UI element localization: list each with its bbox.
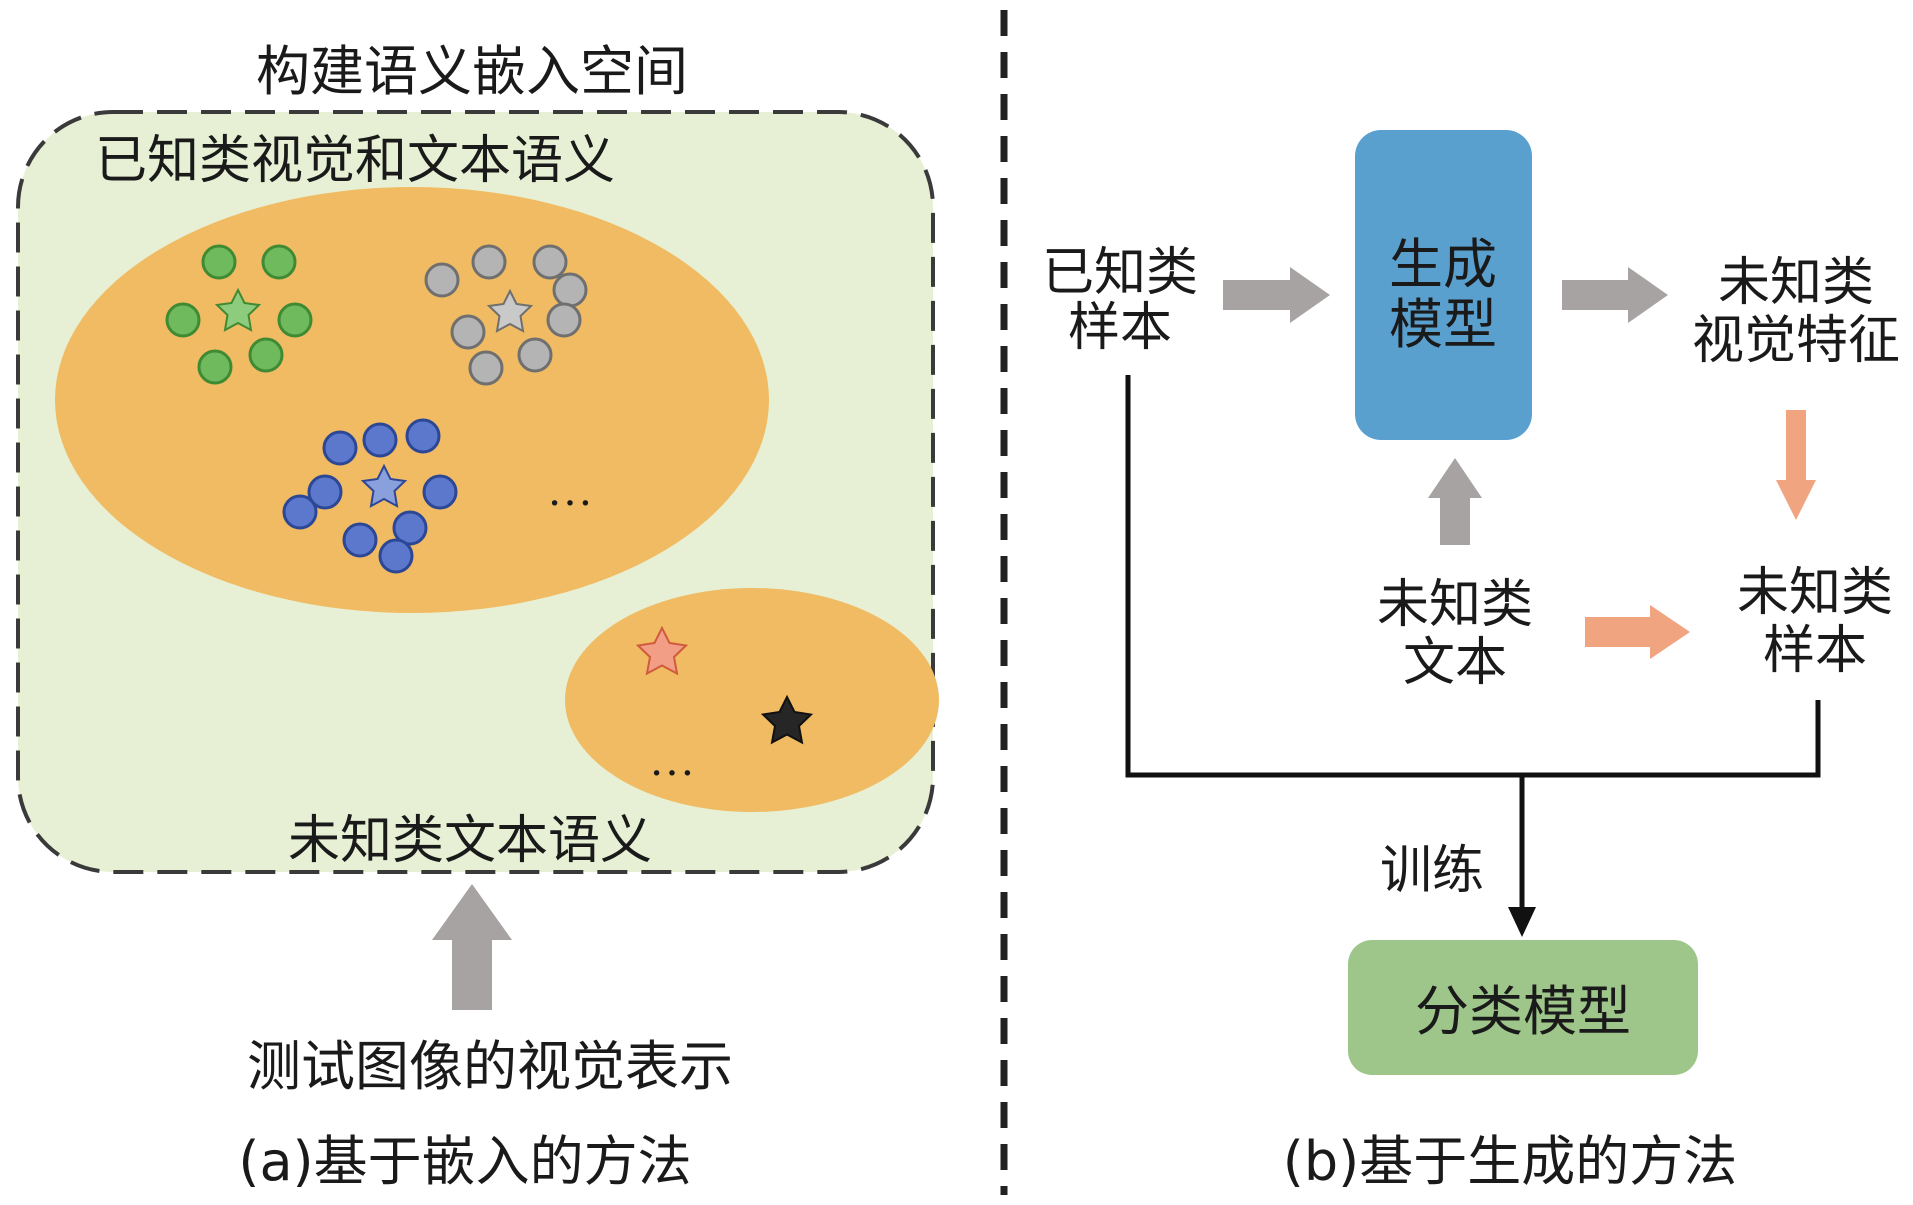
test-image-visual-label: 测试图像的视觉表示 — [247, 1035, 733, 1098]
unknown-text-line2: 文本 — [1403, 633, 1507, 693]
unknown-samples-line2: 样本 — [1763, 621, 1867, 681]
unknown-visual-line2: 视觉特征 — [1692, 311, 1900, 371]
input-up-arrow-icon — [432, 884, 512, 1010]
text-to-generator-arrow-icon — [1428, 458, 1482, 545]
unknown-visual-line1: 未知类 — [1718, 253, 1874, 313]
unknown-class-label: 未知类文本语义 — [288, 811, 652, 871]
known-samples-line2: 样本 — [1068, 298, 1172, 358]
cluster-dot — [248, 337, 284, 373]
unknown-ellipsis: … — [649, 734, 695, 785]
cluster-dot — [362, 422, 398, 458]
blue-cluster — [282, 418, 458, 574]
panel-a-caption: (a)基于嵌入的方法 — [238, 1130, 691, 1193]
cluster-dot — [552, 272, 588, 308]
panel-b: 已知类 样本 生成 模型 未知类 视觉特征 未知类 文本 未知类 样本 训练 — [1042, 130, 1900, 1193]
cluster-dot — [424, 262, 460, 298]
unknown-class-region — [565, 588, 939, 812]
cluster-dot — [422, 474, 458, 510]
generator-to-visual-arrow-icon — [1562, 267, 1668, 323]
cluster-dot — [282, 494, 318, 530]
gray-prototype-star-icon — [486, 288, 534, 333]
green-cluster — [165, 244, 313, 385]
cluster-dot — [261, 244, 297, 280]
cluster-dot — [532, 244, 568, 280]
embedding-space-title: 构建语义嵌入空间 — [256, 40, 688, 103]
cluster-dot — [392, 510, 428, 546]
cluster-dot — [517, 337, 553, 373]
classifier-model-label: 分类模型 — [1415, 980, 1631, 1043]
cluster-dot — [378, 538, 414, 574]
cluster-dot — [468, 350, 504, 386]
cluster-dot — [165, 302, 201, 338]
panel-b-caption: (b)基于生成的方法 — [1283, 1130, 1737, 1193]
training-arrowhead-icon — [1508, 907, 1536, 937]
cluster-dot — [277, 302, 313, 338]
cluster-dot — [546, 302, 582, 338]
classifier-model-box — [1348, 940, 1698, 1075]
cluster-dot — [405, 418, 441, 454]
known-class-label: 已知类视觉和文本语义 — [95, 131, 615, 191]
training-connector — [1125, 375, 1821, 915]
generative-model-box — [1355, 130, 1532, 440]
known-ellipsis: … — [547, 464, 593, 515]
train-label: 训练 — [1380, 841, 1484, 901]
gray-cluster — [424, 244, 588, 386]
test-sample-star-icon — [760, 694, 814, 745]
cluster-dot — [342, 522, 378, 558]
cluster-dot — [450, 314, 486, 350]
known-samples-line1: 已知类 — [1042, 243, 1198, 303]
cluster-dot — [201, 244, 237, 280]
unknown-text-line1: 未知类 — [1377, 575, 1533, 635]
cluster-dot — [322, 430, 358, 466]
known-to-generator-arrow-icon — [1223, 267, 1330, 323]
cluster-dot — [471, 244, 507, 280]
green-prototype-star-icon — [214, 287, 262, 332]
panel-a: 构建语义嵌入空间 已知类视觉和文本语义 — [16, 40, 939, 1193]
cluster-dot — [197, 349, 233, 385]
generative-model-line1: 生成 — [1389, 233, 1497, 296]
cluster-dot — [307, 474, 343, 510]
visual-to-samples-arrow-icon — [1776, 410, 1816, 520]
known-class-region — [55, 187, 769, 613]
generative-model-line2: 模型 — [1389, 293, 1497, 356]
text-to-samples-arrow-icon — [1585, 605, 1690, 659]
unknown-samples-line1: 未知类 — [1737, 563, 1893, 623]
unknown-prototype-star-icon — [635, 625, 689, 676]
blue-prototype-star-icon — [360, 463, 408, 508]
